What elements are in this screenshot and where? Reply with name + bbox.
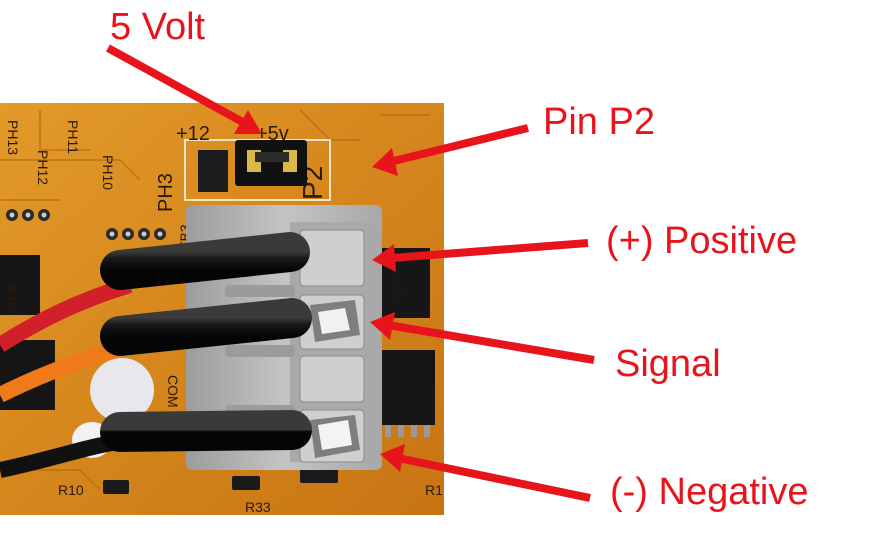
arrow-positive — [372, 239, 589, 272]
arrow-signal — [370, 312, 595, 364]
silk-ph12: PH12 — [35, 150, 51, 185]
arrow-5-volt — [106, 44, 262, 134]
label-signal: Signal — [615, 343, 721, 385]
ic-chip-left: B 133 — [0, 255, 40, 315]
silk-r1: R1 — [425, 482, 443, 498]
arrow-negative — [380, 444, 591, 502]
wire-black — [0, 410, 312, 478]
label-5-volt: 5 Volt — [110, 6, 206, 48]
label-positive: (+) Positive — [606, 220, 798, 262]
label-pin-p2: Pin P2 — [543, 101, 655, 143]
label-negative: (-) Negative — [610, 471, 809, 513]
svg-text:B 133: B 133 — [392, 270, 404, 299]
silk-ph13: PH13 — [5, 120, 21, 155]
silk-ph11: PH11 — [65, 120, 81, 154]
silk-r10: R10 — [58, 482, 84, 498]
arrow-pin-p2 — [372, 124, 529, 176]
silk-r33: R33 — [245, 499, 271, 515]
wire-orange — [0, 298, 312, 403]
silk-ph3: PH3 — [155, 173, 177, 212]
jumper-p2 — [198, 140, 307, 192]
silk-plus12: +12 — [176, 123, 210, 145]
svg-text:B 133: B 133 — [5, 285, 17, 314]
silk-com: COM — [165, 375, 181, 408]
silk-ph10: PH10 — [100, 155, 116, 190]
wire-red — [0, 232, 310, 352]
silk-plus5v: +5v — [256, 123, 289, 145]
